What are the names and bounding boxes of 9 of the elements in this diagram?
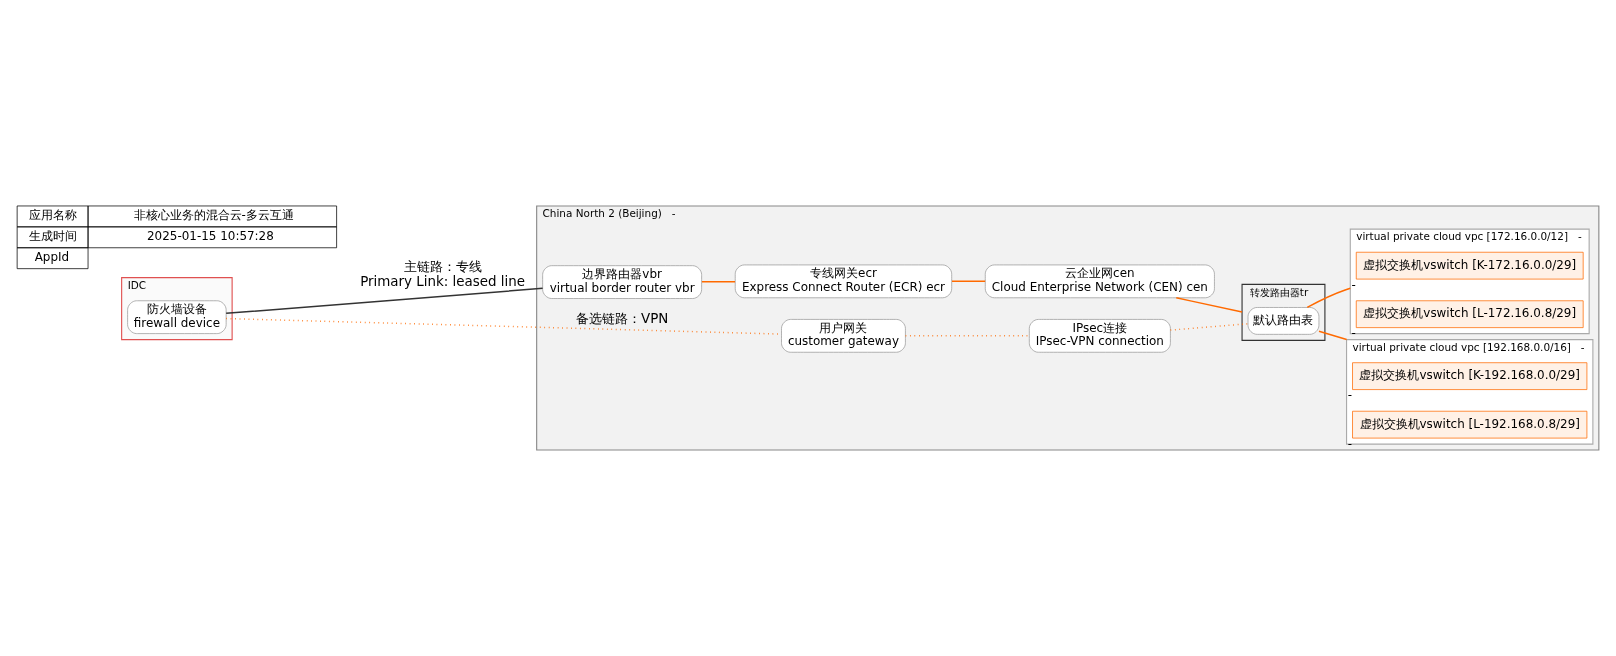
node-label: - [1347,388,1353,403]
label: 非核心业务的混合云-多云互通 [133,208,294,223]
edge-label: 备选链路：VPN [575,311,669,327]
edge-label: 主链路：专线 Primary Link: leased line [360,259,526,290]
label: 应用名称 [28,208,77,223]
label: 2025-01-15 10:57:28 [147,229,274,244]
node-label: - [1351,277,1356,292]
label: AppId [34,250,70,265]
label: 生成时间 [28,229,77,244]
